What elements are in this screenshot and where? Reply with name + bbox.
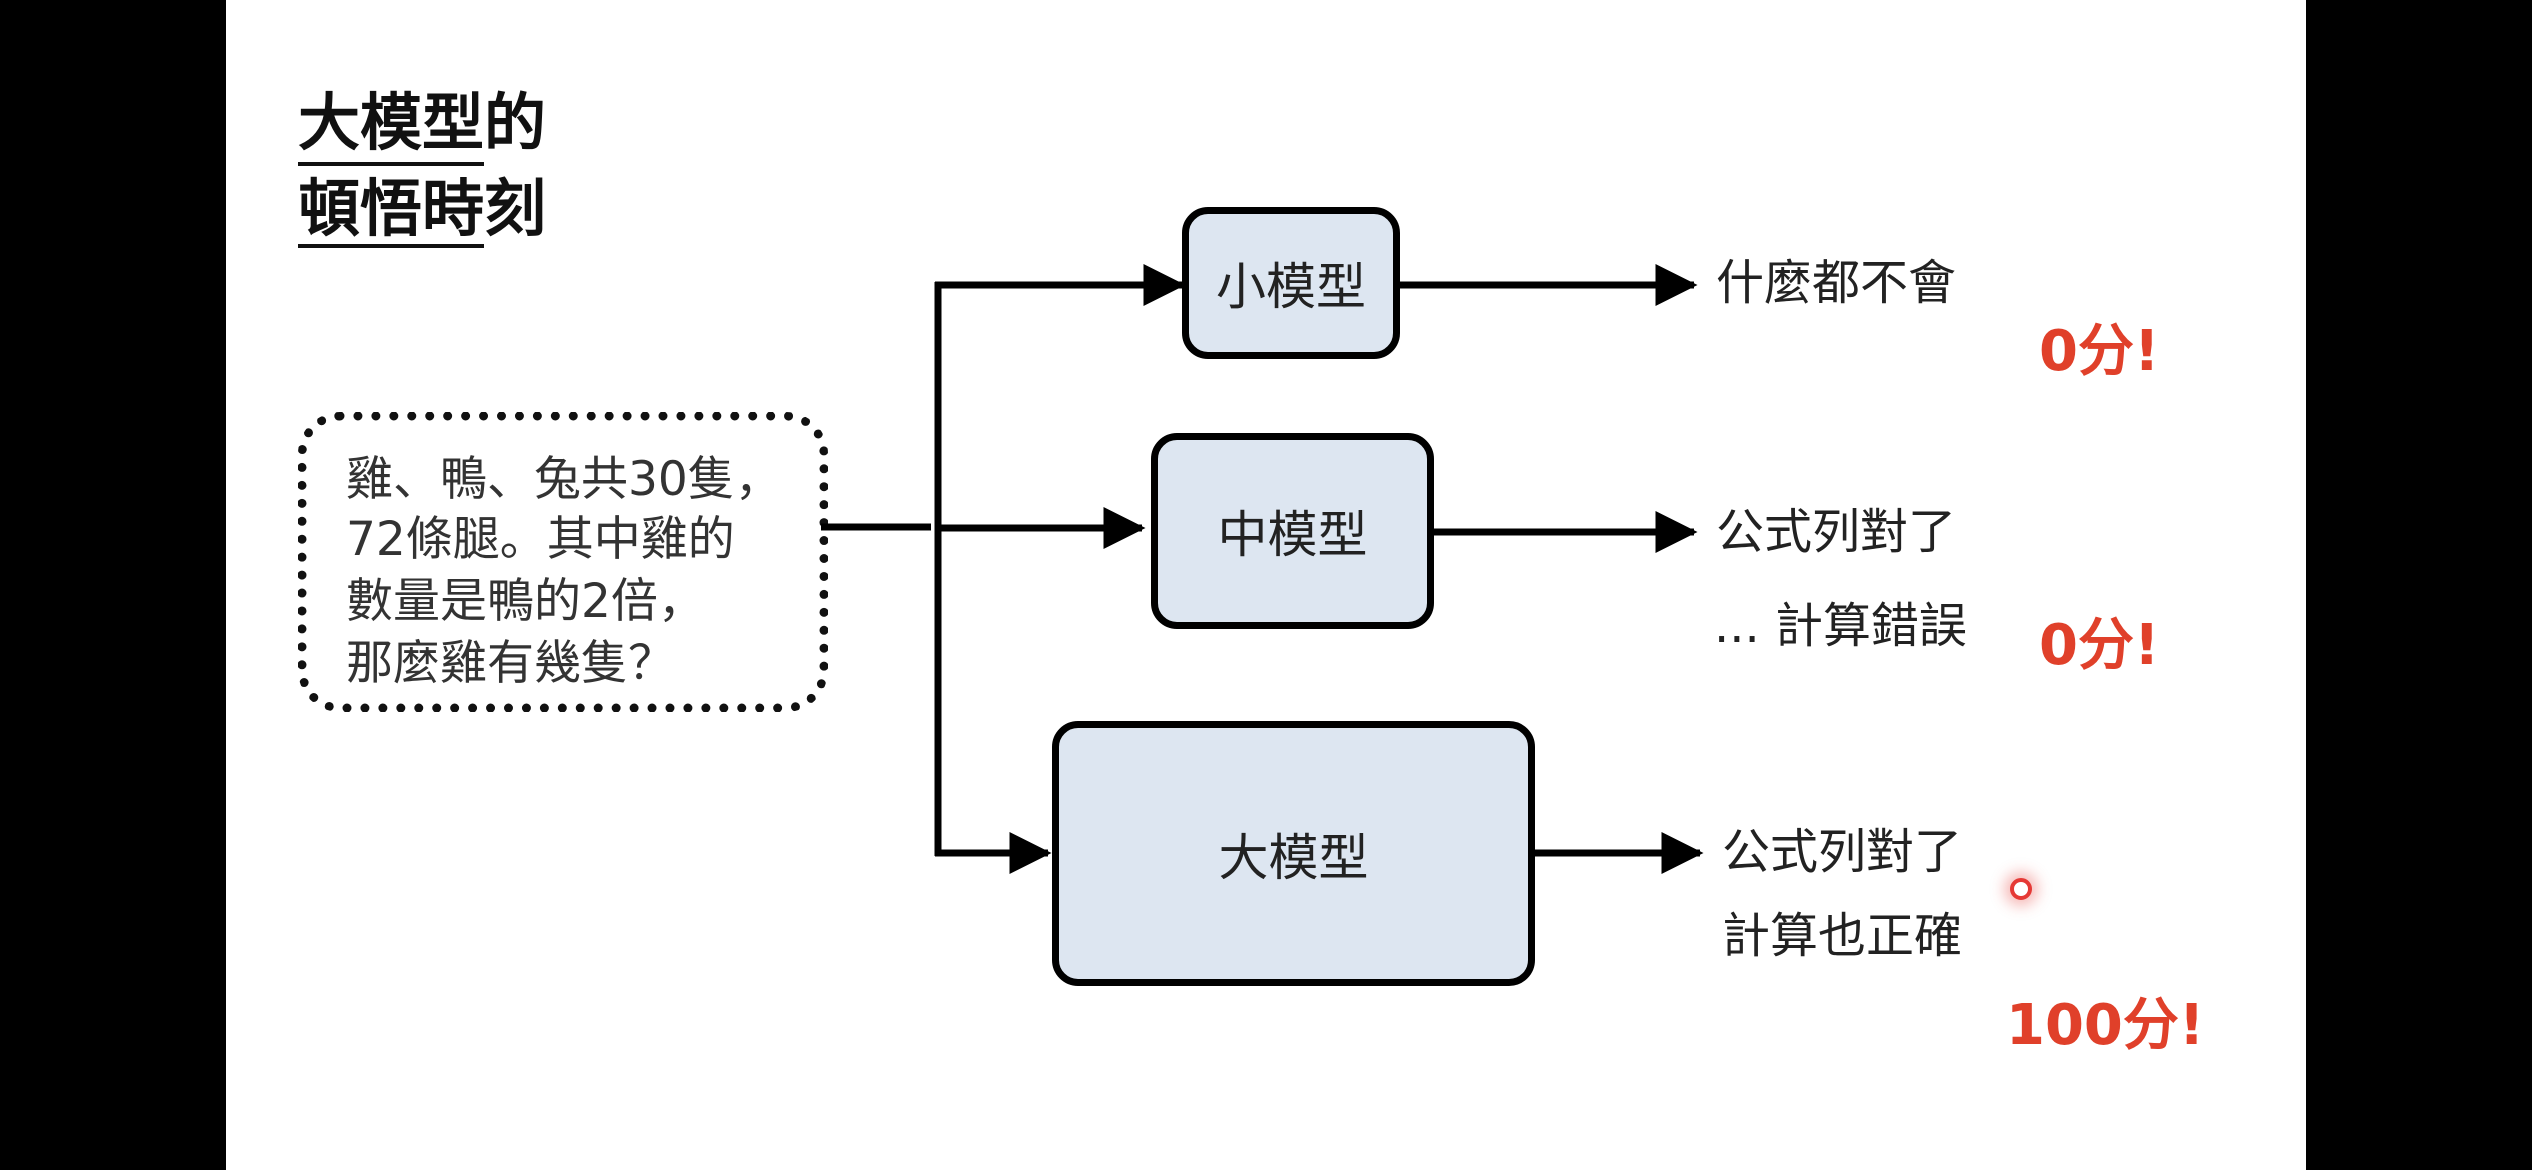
title-underline-1 xyxy=(298,162,484,166)
medium-model-score: 0分! xyxy=(2039,613,2160,678)
question-box xyxy=(298,412,828,712)
small-model-box: 小模型 xyxy=(1182,207,1400,359)
large-model-box: 大模型 xyxy=(1052,721,1535,986)
large-model-score: 100分! xyxy=(2006,993,2205,1058)
question-line-3: 數量是鴨的2倍， xyxy=(346,574,705,629)
slide: 大模型的 頓悟時刻 雞、鴨、兔共30隻， 72條腿。其中雞的 數量是鴨的2倍， … xyxy=(226,0,2306,1170)
title-line-2: 頓悟時刻 xyxy=(298,172,547,245)
medium-model-box: 中模型 xyxy=(1151,433,1434,629)
large-model-label: 大模型 xyxy=(1218,828,1369,887)
small-model-label: 小模型 xyxy=(1216,258,1366,316)
small-model-score: 0分! xyxy=(2039,319,2160,384)
medium-model-result-1: 公式列對了 xyxy=(1716,504,1957,560)
question-line-1: 雞、鴨、兔共30隻， xyxy=(346,452,782,507)
medium-model-label: 中模型 xyxy=(1217,506,1368,564)
laser-pointer-dot xyxy=(2010,878,2032,900)
title-line-1: 大模型的 xyxy=(298,86,547,159)
title-underline-2 xyxy=(298,244,484,248)
flow-arrows xyxy=(821,264,1704,874)
question-line-4: 那麼雞有幾隻？ xyxy=(346,636,675,691)
question-line-2: 72條腿。其中雞的 xyxy=(346,512,735,567)
large-model-result-2: 計算也正確 xyxy=(1722,908,1963,964)
small-model-result: 什麼都不會 xyxy=(1716,255,1957,311)
large-model-result-1: 公式列對了 xyxy=(1722,824,1963,880)
medium-model-result-2: ... 計算錯誤 xyxy=(1714,598,1968,654)
